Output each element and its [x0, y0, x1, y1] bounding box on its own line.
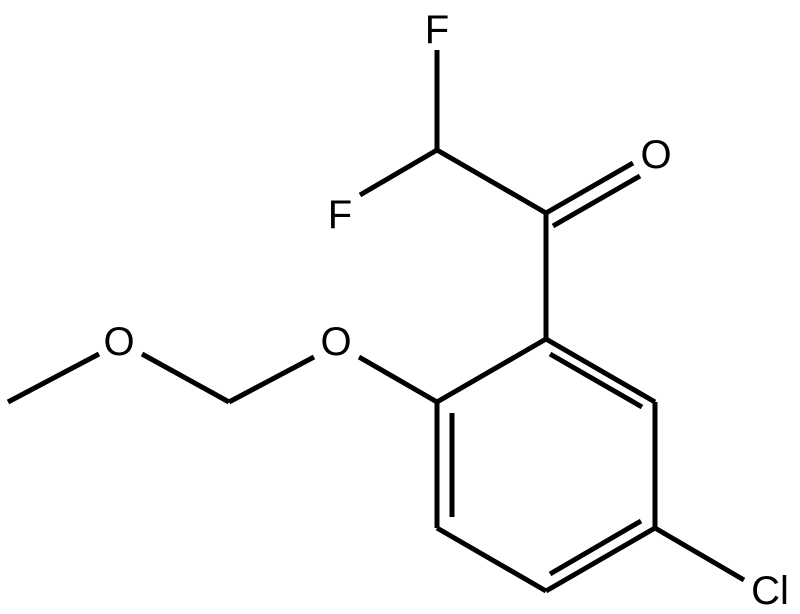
- bond-ch2-o: [140, 351, 231, 405]
- ether-oxygen-ring-label: O: [320, 320, 351, 364]
- ring-bond-c3-c4: [544, 525, 657, 594]
- methoxymethoxy-group: [6, 351, 439, 405]
- bond-carbonyl-chf2: [435, 147, 548, 216]
- ring-bond-c1-c2: [544, 336, 657, 405]
- fluorine-top-label: F: [425, 8, 449, 52]
- carbonyl-double-bond-inner: [551, 173, 642, 229]
- carbonyl-double-bond-outer: [544, 160, 635, 216]
- bond-ring-o: [357, 354, 439, 405]
- bond-ring-cl: [653, 525, 746, 583]
- bond-o-ch2: [227, 354, 316, 405]
- fluorine-left-label: F: [328, 193, 352, 237]
- chlorine-label: Cl: [751, 569, 789, 613]
- bond-o-ch3: [6, 351, 101, 405]
- bond-c-f-left: [358, 147, 439, 198]
- ring-bond-c4-c5: [435, 525, 548, 594]
- ring-inner-bond-c1-c2: [548, 351, 644, 410]
- ring-inner-bond-c3-c4: [548, 518, 643, 577]
- ether-oxygen-chain-label: O: [103, 320, 134, 364]
- difluoroacetyl-group: [358, 50, 642, 339]
- ring-bond-c6-c1: [435, 336, 548, 405]
- carbonyl-oxygen-label: O: [640, 133, 671, 177]
- benzene-ring: [434, 336, 658, 594]
